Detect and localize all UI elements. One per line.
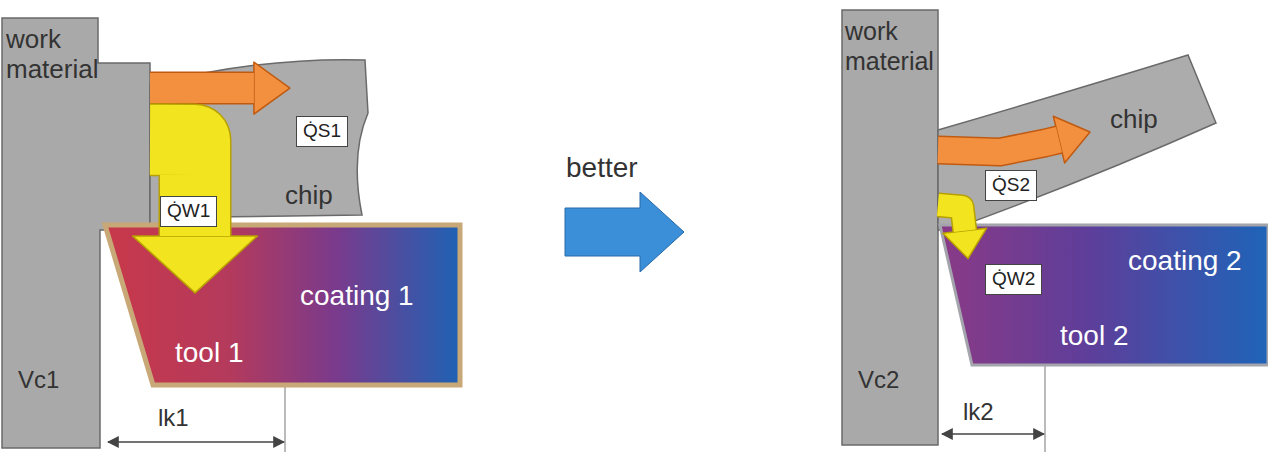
heading-label: better <box>566 152 638 184</box>
dimension-line <box>942 433 1044 435</box>
dimension-label: lk1 <box>158 404 189 432</box>
node-text: chip <box>1110 105 1158 135</box>
node-text: work material <box>6 24 146 84</box>
node-text: coating 1 <box>300 280 414 312</box>
node-text: work material <box>845 16 937 76</box>
dimension-line <box>108 441 284 443</box>
dimension-label: lk2 <box>963 398 994 426</box>
speed-label: Vc1 <box>18 366 59 394</box>
heat-flow-label: Q̇S1 <box>296 116 348 147</box>
node-text: chip <box>285 181 333 211</box>
heat-flow-arrow <box>938 116 1090 163</box>
speed-label: Vc2 <box>858 366 899 394</box>
heat-flow-label: Q̇W2 <box>985 264 1042 295</box>
better-arrow <box>565 192 684 272</box>
cutting-tool: coating 2 tool 2 <box>940 225 1268 367</box>
node-text: tool 2 <box>1060 320 1129 352</box>
node-text: coating 2 <box>1128 245 1242 277</box>
heat-flow-arrow <box>133 140 258 293</box>
heat-flow-label: Q̇S2 <box>985 170 1037 201</box>
heat-flow-label: Q̇W1 <box>160 196 217 227</box>
node-text: tool 1 <box>175 337 244 369</box>
heat-flow-arrow <box>938 205 987 259</box>
